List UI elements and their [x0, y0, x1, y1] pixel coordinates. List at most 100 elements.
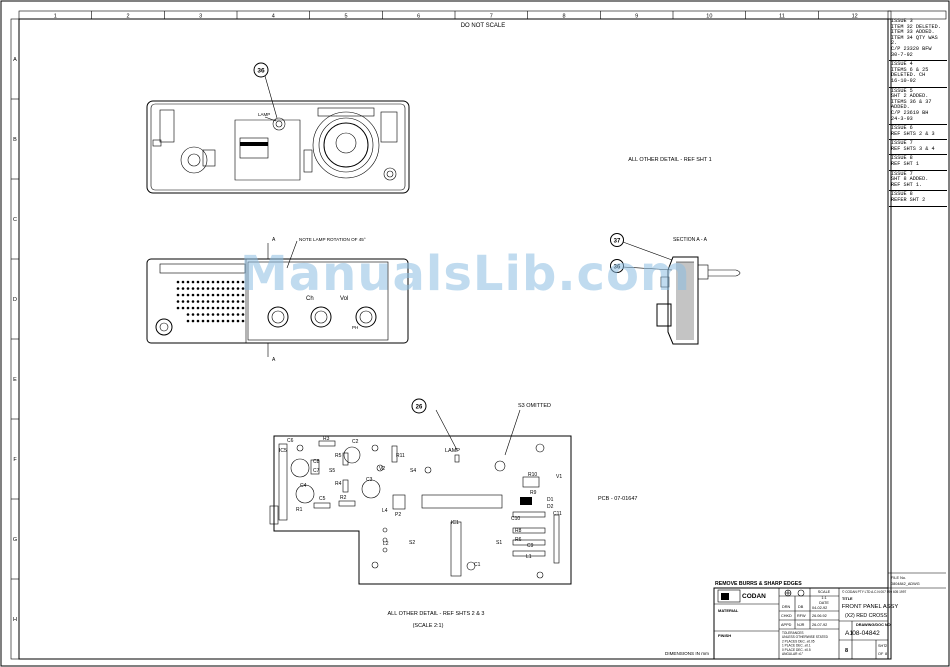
finish-label: FINISH	[718, 633, 731, 638]
pcb-component-r5: R5	[335, 453, 342, 459]
revision-entry: ISSUE 4 ITEMS 6 & 25 DELETED. CH 16-10-9…	[889, 61, 947, 88]
column-marker: 6	[417, 14, 420, 20]
svg-text:36: 36	[257, 68, 265, 75]
revision-history: ISSUE 3 ITEM 32 DELETED. ITEM 33 ADDED. …	[889, 18, 947, 207]
tolerance-line: 0 PLACE DEC. ±0.5	[782, 648, 811, 652]
row-marker: F	[13, 457, 17, 463]
revision-entry: ISSUE 7 REF SHTS 3 & 4	[889, 140, 947, 156]
inner-border	[18, 18, 892, 660]
pcb-component-r3: R3	[323, 436, 330, 442]
pcb-lamp-label: LAMP	[445, 448, 460, 454]
pcb-component-c5: C5	[319, 496, 326, 502]
ref-sht23-note: ALL OTHER DETAIL - REF SHTS 2 & 3	[388, 611, 485, 617]
revision-entry: ISSUE 5 SHT 2 ADDED. ITEMS 36 & 37 ADDED…	[889, 88, 947, 126]
pcb-component-c3: C3	[366, 477, 373, 483]
balloon-26	[411, 398, 427, 414]
row-marker: D	[13, 297, 17, 303]
scale-note: (SCALE 2:1)	[413, 623, 444, 629]
tolerance-line: 1 PLACE DEC. ±0.1	[782, 644, 811, 648]
pcb-component-c4: C4	[300, 483, 307, 489]
column-marker: 4	[272, 14, 275, 20]
sht-value: 2	[885, 644, 887, 648]
pcb-component-s2: S2	[409, 540, 415, 546]
title-label: TITLE	[842, 597, 853, 601]
drawing-no-label: DRAWING/DOC NO.	[856, 623, 892, 627]
do-not-scale-note: DO NOT SCALE	[461, 23, 506, 29]
pcb-component-c1: C1	[474, 562, 481, 568]
pcb-component-c9: C9	[527, 543, 534, 549]
knob-label-ph: PH	[352, 325, 358, 330]
scale-label: SCALE	[818, 590, 831, 594]
tolerance-line: 2 PLACES DEC. ±0.05	[782, 639, 815, 643]
balloon-36-top	[253, 62, 269, 78]
pcb-component-l4: L4	[382, 508, 388, 514]
pcb-component-s1: S1	[496, 540, 502, 546]
row-marker: B	[13, 137, 17, 143]
pcb-component-c8: C8	[313, 459, 320, 465]
drawing-number: 08-04842	[852, 630, 880, 637]
copyright: © CODAN PTY LTD A.C.N 007 590 605 1997	[842, 590, 906, 594]
lamp-rotation-note: NOTE LAMP ROTATION OF 45°	[299, 237, 366, 242]
knob-label-ch: Ch	[306, 296, 314, 302]
appd-init: NJR	[797, 623, 805, 627]
chkd-label: CHKD	[781, 614, 792, 618]
file-no-label: FILE No.	[891, 576, 906, 580]
column-marker: 11	[779, 14, 785, 20]
pcb-component-d2: D2	[547, 504, 554, 510]
knob-label-vol: Vol	[340, 296, 348, 302]
pcb-component-r10: R10	[528, 472, 537, 478]
pcb-component-r1: R1	[296, 507, 303, 513]
section-title: SECTION A - A	[673, 237, 708, 243]
issue-number: 8	[845, 648, 848, 654]
pcb-component-s4: S4	[410, 468, 416, 474]
remove-burrs-note: REMOVE BURRS & SHARP EDGES	[715, 581, 802, 587]
drawing-title-line2: (X2) RED CROSS	[845, 613, 888, 619]
svg-text:37: 37	[614, 239, 621, 245]
sheet-size: A1	[845, 630, 853, 637]
scale-value: 1:1	[821, 596, 826, 600]
section-mark-top: A	[272, 237, 276, 243]
column-marker: 2	[126, 14, 129, 20]
revision-entry: ISSUE 6 REF SHTS 2 & 3	[889, 125, 947, 141]
front-view: Ch Vol PH A A NOTE LAMP ROTATION OF 45°	[146, 237, 409, 363]
column-marker: 7	[490, 14, 493, 20]
pcb-component-l2: L2	[383, 541, 389, 547]
pcb-component-c10: C10	[511, 516, 520, 522]
pcb-component-c7: C7	[313, 468, 320, 474]
revision-entry: ISSUE 8 REF SHT 1	[889, 155, 947, 171]
pcb-component-r4: R4	[335, 481, 342, 487]
row-marker: C	[13, 217, 17, 223]
revision-entry: ISSUE 7 SHT 8 ADDED. REF SHT 1.	[889, 171, 947, 192]
pcb-component-c6: C6	[287, 438, 294, 444]
row-marker: G	[13, 537, 17, 543]
pcb-component-r8: R8	[515, 528, 522, 534]
of-label: OF	[878, 652, 884, 656]
pcb-component-c11: C11	[553, 511, 562, 517]
dimensions-note: DIMENSIONS IN mm	[665, 651, 709, 656]
column-marker: 8	[562, 14, 565, 20]
tolerance-line: TOLERANCES	[782, 631, 804, 635]
pcb-component-ic1: IC1	[451, 520, 459, 526]
appd-date: 26-07-92	[812, 623, 827, 627]
svg-text:26: 26	[416, 405, 423, 411]
file-no-value: 0804842_ADWG	[891, 582, 920, 586]
pcb-component-r2: R2	[340, 495, 347, 501]
pcb-component-d1: D1	[547, 497, 554, 503]
company-name: CODAN	[742, 593, 766, 600]
balloon-36-section	[610, 259, 624, 273]
column-marker: 1	[54, 14, 57, 20]
pcb-ref: PCB - 07-01647	[598, 496, 637, 502]
top-lamp-label: LAMP	[258, 112, 270, 117]
title-block: REMOVE BURRS & SHARP EDGES CODAN MATERIA…	[713, 581, 906, 660]
column-marker: 12	[852, 14, 858, 20]
of-value: 8	[885, 652, 887, 656]
pcb-component-r9: R9	[530, 490, 537, 496]
appd-label: APPD	[781, 623, 792, 627]
section-a-a-view: SECTION A - A 37 36	[610, 233, 741, 345]
pcb-component-ic5: IC5	[279, 448, 287, 454]
